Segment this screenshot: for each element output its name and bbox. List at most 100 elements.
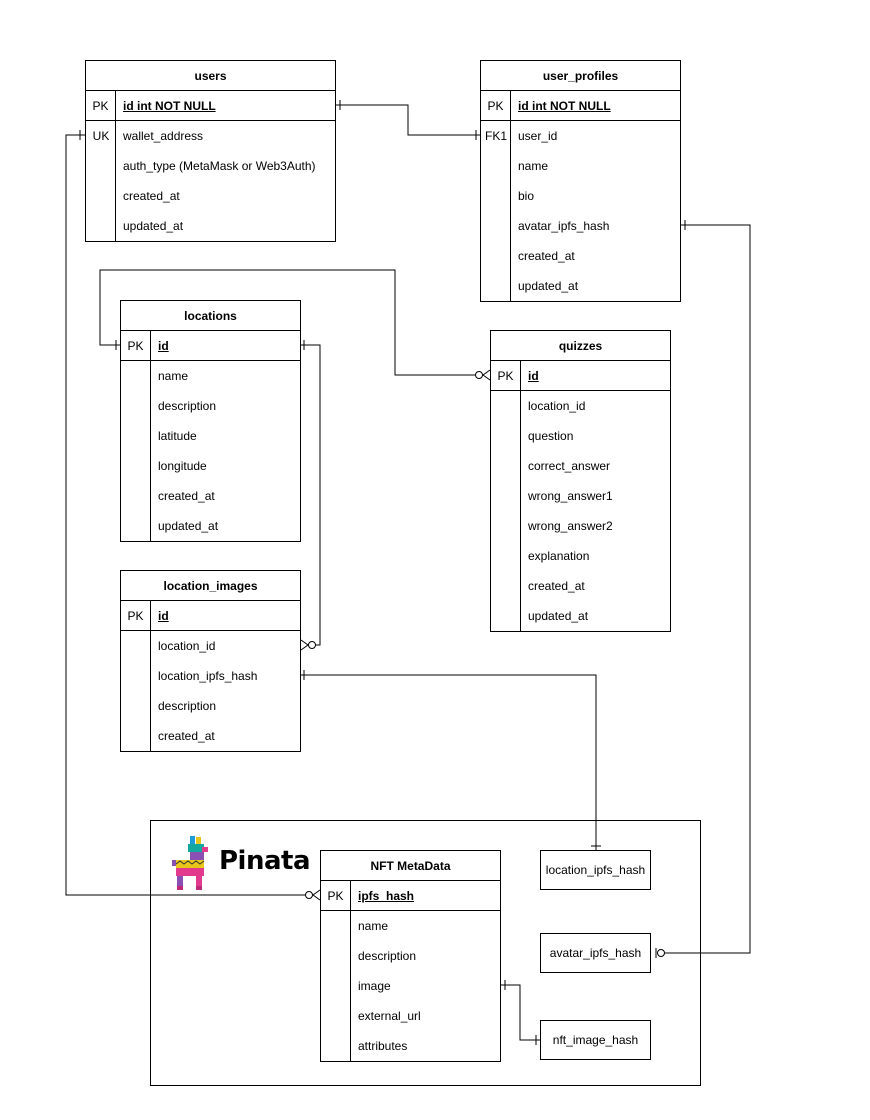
field-row: description [321,941,500,971]
field-name: id [158,609,169,623]
field-row: latitude [121,421,300,451]
pinata-box-location-ipfs-hash: location_ipfs_hash [540,850,651,890]
field-rows: UK wallet_address auth_type (MetaMask or W… [86,121,335,241]
field-name: updated_at [123,219,184,233]
field-name: location_id [158,639,216,653]
field-name: location_ipfs_hash [158,669,258,683]
connector-locations-quizzes [99,269,480,376]
field-row: UK wallet_address [86,121,335,151]
pinata-box-avatar-ipfs-hash: avatar_ipfs_hash [540,933,651,973]
field-name: bio [518,189,535,203]
field-rows: location_id question correct_answer wrong_a… [491,391,670,631]
key-label: UK [92,129,110,143]
table-title: users [86,61,335,91]
key-label: PK [121,601,151,630]
field-name: description [358,949,417,963]
connector-profiles-avatar-hash [665,224,751,954]
field-row: location_ipfs_hash [121,661,300,691]
field-name: description [158,399,217,413]
field-row: updated_at [491,601,670,631]
end-many-mark [482,369,491,381]
field-name: name [358,919,389,933]
field-rows: name description latitude longitude created_… [121,361,300,541]
connector-users-user-profiles [336,104,480,136]
field-name: wallet_address [123,129,204,143]
field-row: attributes [321,1031,500,1061]
pinata-box-nft-image-hash: nft_image_hash [540,1020,651,1060]
table-title: locations [121,301,300,331]
end-zero-mark [475,371,483,379]
connector-nft-image-hash [501,984,540,1041]
field-name: ipfs_hash [358,889,415,903]
field-name: created_at [518,249,575,263]
end-zero-mark [308,641,316,649]
field-name: longitude [158,459,207,473]
field-name: id [158,339,169,353]
end-many-mark [300,639,309,651]
field-row: wrong_answer2 [491,511,670,541]
key-label: PK [491,361,521,390]
field-row: location_id [121,631,300,661]
field-row: image [321,971,500,1001]
field-name: latitude [158,429,197,443]
field-row: description [121,391,300,421]
field-row: updated_at [86,211,335,241]
field-name: explanation [528,549,590,563]
field-name: id int NOT NULL [518,99,611,113]
field-row: bio [481,181,680,211]
field-row: name [321,911,500,941]
key-label: PK [121,331,151,360]
table-title: quizzes [491,331,670,361]
key-label: PK [321,881,351,910]
field-row: created_at [121,481,300,511]
field-name: updated_at [528,609,589,623]
field-row: correct_answer [491,451,670,481]
field-row: explanation [491,541,670,571]
primary-key-row: PK ipfs_hash [321,881,500,911]
field-row: avatar_ipfs_hash [481,211,680,241]
primary-key-row: PK id [121,601,300,631]
key-label: PK [86,91,116,120]
field-row: created_at [481,241,680,271]
field-name: updated_at [158,519,219,533]
field-row: name [121,361,300,391]
pinata-llama-logo-icon [172,836,208,890]
field-row: created_at [86,181,335,211]
field-name: wrong_answer2 [528,519,613,533]
field-row: auth_type (MetaMask or Web3Auth) [86,151,335,181]
field-name: auth_type (MetaMask or Web3Auth) [123,159,316,173]
field-row: name [481,151,680,181]
field-name: location_id [528,399,586,413]
field-name: created_at [158,489,215,503]
field-row: location_id [491,391,670,421]
field-rows: location_id location_ipfs_hash description… [121,631,300,751]
field-name: wrong_answer1 [528,489,613,503]
field-row: external_url [321,1001,500,1031]
field-name: name [518,159,549,173]
field-name: question [528,429,574,443]
end-zero-mark [305,891,313,899]
field-name: image [358,979,391,993]
connector-users-nft-metadata [65,134,310,896]
field-row: updated_at [481,271,680,301]
primary-key-row: PK id [491,361,670,391]
field-name: correct_answer [528,459,611,473]
field-rows: name description image external_url attribut… [321,911,500,1061]
connector-images-location-hash [301,674,597,850]
field-name: updated_at [518,279,579,293]
field-name: id [528,369,539,383]
field-row: longitude [121,451,300,481]
field-name: description [158,699,217,713]
field-name: id int NOT NULL [123,99,216,113]
field-name: created_at [123,189,180,203]
field-name: attributes [358,1039,408,1053]
field-name: created_at [158,729,215,743]
